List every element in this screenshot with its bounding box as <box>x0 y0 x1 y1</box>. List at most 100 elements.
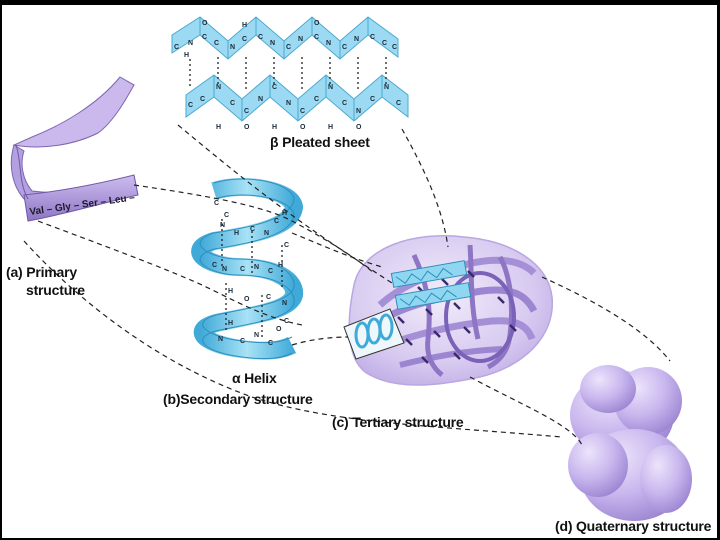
svg-text:C: C <box>258 34 263 41</box>
svg-text:C: C <box>266 294 271 301</box>
svg-text:N: N <box>328 84 333 91</box>
svg-text:O: O <box>244 124 250 131</box>
alpha-text: Helix <box>244 370 276 386</box>
ribbon-back <box>14 77 134 147</box>
svg-text:H: H <box>272 124 277 131</box>
svg-text:C: C <box>242 36 247 43</box>
primary-ribbon: Val – Gly – Ser – Leu – <box>11 77 138 221</box>
svg-text:H: H <box>228 288 233 295</box>
beta-symbol: β <box>270 134 278 150</box>
svg-text:C: C <box>382 40 387 47</box>
svg-text:C: C <box>214 40 219 47</box>
svg-text:C: C <box>188 102 193 109</box>
svg-text:N: N <box>218 336 223 343</box>
svg-text:O: O <box>276 326 282 333</box>
svg-text:N: N <box>264 230 269 237</box>
primary-line1: Primary <box>26 264 77 280</box>
svg-text:C: C <box>314 96 319 103</box>
svg-text:C: C <box>272 84 277 91</box>
primary-label: (a) Primary <box>6 264 77 280</box>
svg-text:H: H <box>278 262 283 269</box>
svg-text:H: H <box>184 52 189 59</box>
svg-text:C: C <box>314 34 319 41</box>
svg-text:C: C <box>284 318 289 325</box>
svg-text:C: C <box>286 44 291 51</box>
svg-text:N: N <box>220 222 225 229</box>
quaternary-protein <box>568 365 692 521</box>
beta-sheet-label: β Pleated sheet <box>270 134 370 150</box>
svg-text:N: N <box>216 84 221 91</box>
svg-text:C: C <box>342 100 347 107</box>
svg-text:N: N <box>286 100 291 107</box>
svg-text:O: O <box>300 124 306 131</box>
alpha-helix-label: α Helix <box>232 370 277 386</box>
svg-text:N: N <box>326 40 331 47</box>
svg-text:H: H <box>234 230 239 237</box>
tertiary-tag: (c) <box>332 414 349 430</box>
svg-text:N: N <box>384 84 389 91</box>
residue-gly: Gly <box>54 201 72 214</box>
svg-text:N: N <box>188 40 193 47</box>
svg-text:C: C <box>244 108 249 115</box>
primary-label-line2: structure <box>26 282 85 298</box>
svg-text:C: C <box>230 100 235 107</box>
secondary-tag: (b) <box>163 391 180 407</box>
svg-text:C: C <box>268 340 273 347</box>
tertiary-label: (c) Tertiary structure <box>332 414 464 430</box>
svg-text:O: O <box>202 20 208 27</box>
svg-text:C: C <box>268 268 273 275</box>
quaternary-text: Quaternary structure <box>576 518 711 534</box>
beta-pleated-sheet: CNH COC NCH CNC NCO NCN CCC CCN CCN CNC … <box>172 17 408 131</box>
svg-text:N: N <box>270 40 275 47</box>
svg-text:N: N <box>356 108 361 115</box>
svg-text:N: N <box>354 36 359 43</box>
svg-text:C: C <box>370 34 375 41</box>
svg-text:C: C <box>214 200 219 207</box>
svg-text:N: N <box>222 266 227 273</box>
secondary-label: (b)Secondary structure <box>163 391 313 407</box>
svg-text:C: C <box>212 262 217 269</box>
svg-text:H: H <box>328 124 333 131</box>
svg-text:O: O <box>314 20 320 27</box>
svg-text:O: O <box>356 124 362 131</box>
svg-text:C: C <box>202 34 207 41</box>
beta-text: Pleated sheet <box>282 134 370 150</box>
svg-text:H: H <box>242 22 247 29</box>
quaternary-tag: (d) <box>555 518 572 534</box>
secondary-text: Secondary structure <box>180 391 312 407</box>
primary-tag: (a) <box>6 264 23 280</box>
tertiary-protein <box>344 236 552 385</box>
svg-text:H: H <box>228 320 233 327</box>
svg-text:O: O <box>244 296 250 303</box>
svg-text:C: C <box>284 242 289 249</box>
svg-text:C: C <box>370 96 375 103</box>
svg-text:C: C <box>224 212 229 219</box>
svg-text:C: C <box>174 44 179 51</box>
svg-text:C: C <box>300 108 305 115</box>
quaternary-label: (d) Quaternary structure <box>555 518 711 534</box>
svg-text:N: N <box>258 96 263 103</box>
svg-text:C: C <box>240 266 245 273</box>
svg-text:C: C <box>240 338 245 345</box>
protein-surface <box>349 236 552 385</box>
svg-text:N: N <box>282 300 287 307</box>
svg-text:C: C <box>274 218 279 225</box>
residue-ser: Ser <box>81 197 99 210</box>
svg-text:N: N <box>298 36 303 43</box>
svg-text:C: C <box>250 226 255 233</box>
protein-structure-figure: CNH COC NCH CNC NCO NCN CCC CCN CCN CNC … <box>2 5 717 538</box>
svg-text:C: C <box>392 44 397 51</box>
tertiary-text: Tertiary structure <box>352 414 463 430</box>
svg-text:C: C <box>396 100 401 107</box>
residue-leu: Leu <box>108 193 127 206</box>
svg-text:N: N <box>230 44 235 51</box>
svg-text:N: N <box>254 264 259 271</box>
svg-text:C: C <box>342 44 347 51</box>
svg-text:N: N <box>254 332 259 339</box>
svg-text:C: C <box>200 96 205 103</box>
alpha-symbol: α <box>232 370 240 386</box>
connector-lines <box>24 125 670 445</box>
svg-text:H: H <box>216 124 221 131</box>
